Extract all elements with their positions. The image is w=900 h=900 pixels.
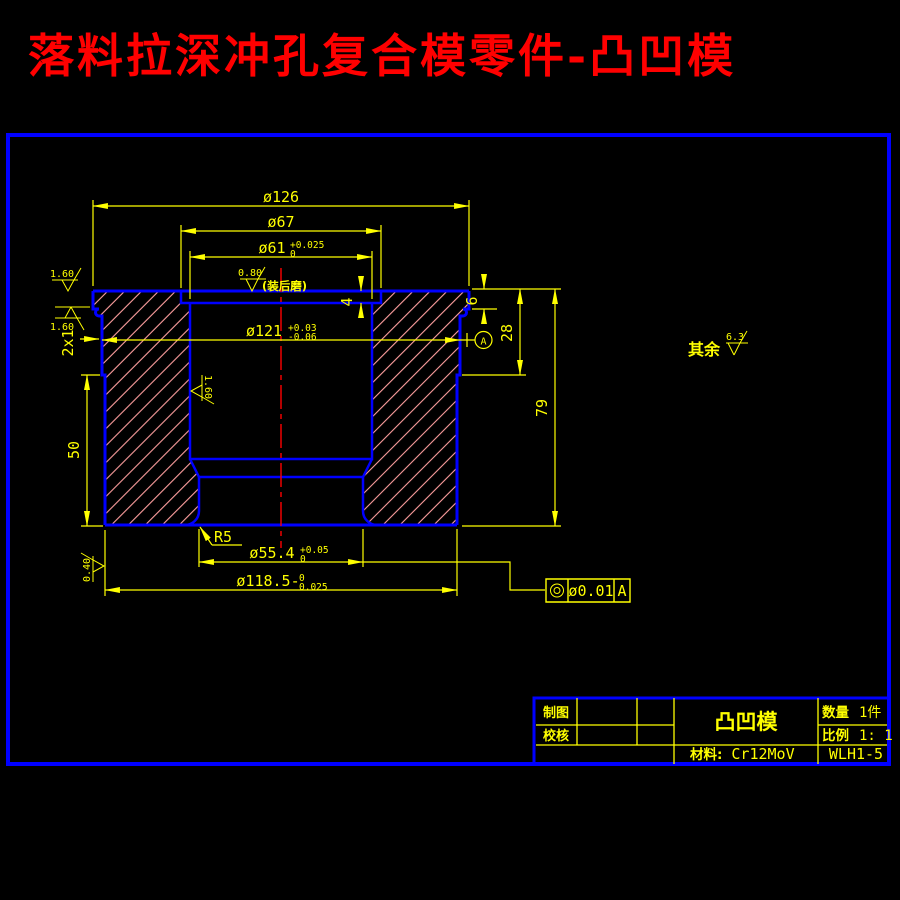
dim-od-121-lower-tol: -0.06 (288, 332, 317, 343)
title-block-border (532, 696, 891, 766)
dim-fillet-r5-label: R5 (214, 528, 232, 546)
dim-bore-554: ø55.4 +0.05 0 (198, 544, 545, 591)
dim-height-28: 28 (498, 288, 523, 376)
quantity-value: 1件 (859, 705, 881, 721)
dim-counterbore-67-label: ø67 (267, 213, 294, 231)
counterbore-67 (179, 291, 383, 305)
title-block: 制图 校核 凸凹模 数量 1件 比例 1: 1 材料: Cr12MoV WLH1… (532, 696, 893, 766)
bore-61 (188, 303, 374, 461)
concentricity-icon (550, 583, 564, 598)
dim-counterbore-67: ø67 (180, 213, 382, 234)
dim-od-126-label: ø126 (263, 188, 299, 206)
scale-cell: 比例 1: 1 (822, 727, 893, 744)
dimensions: ø126 ø67 ø61 +0.025 0 ø121 +0.03 -0.06 ø… (59, 188, 561, 596)
bore-554-with-r5 (184, 477, 378, 527)
gdt-frame: ø0.01 A (545, 578, 631, 603)
dim-od-126: ø126 (92, 188, 470, 209)
dim-od-1185: ø118.5- 0 0.025 (104, 572, 458, 593)
drawing-frame (6, 133, 891, 766)
surface-roughness: 1.60 1.60 1.60 0.80 (装后磨) 0.40 其余 6.3 (50, 266, 748, 582)
dim-od-1185-label: ø118.5- (236, 572, 299, 590)
part-name: 凸凹模 (715, 710, 779, 734)
dim-od-121-upper-tol: +0.03 (288, 323, 317, 334)
roughness-default-value: 6.3 (726, 332, 744, 343)
dim-height-79-label: 79 (533, 399, 551, 417)
roughness-flange-bottom: 1.60 (50, 306, 90, 333)
part-section-view (91, 268, 471, 548)
drawing-number: WLH1-5 (829, 745, 883, 763)
dim-od-1185-upper-tol: 0 (299, 573, 305, 584)
roughness-default-label: 其余 (688, 340, 721, 359)
checked-by-label: 校核 (543, 728, 569, 744)
dim-bore-554-label: ø55.4 (249, 544, 294, 562)
dim-height-79: 79 (533, 288, 558, 527)
quantity-label: 数量 (822, 704, 850, 721)
dim-bore-61-label: ø61 (258, 239, 285, 257)
dim-od-1185-lower-tol: 0.025 (299, 582, 328, 593)
material-label: 材料: (690, 746, 722, 763)
material-cell: 材料: Cr12MoV (690, 745, 795, 763)
title-block-grid (536, 698, 887, 764)
roughness-recess-note: (装后磨) (262, 279, 307, 293)
dim-height-50: 50 (65, 374, 90, 527)
dim-height-28-label: 28 (498, 324, 516, 342)
dim-fillet-r5: R5 (199, 526, 242, 546)
dim-depth-4-label: 4 (338, 297, 356, 306)
dim-depth-4: 4 (338, 276, 364, 318)
roughness-od: 0.40 (80, 552, 106, 582)
hatch-left (93, 291, 199, 525)
drawn-by-label: 制图 (543, 705, 569, 721)
gdt-tolerance-value: ø0.01 (568, 582, 613, 600)
roughness-flange-value: 1.60 (50, 322, 74, 333)
datum-a-label: A (480, 337, 486, 348)
roughness-default: 其余 6.3 (688, 330, 748, 359)
scale-value: 1: 1 (859, 728, 893, 744)
roughness-recess-value: 0.80 (238, 268, 262, 279)
page-title: 落料拉深冲孔复合模零件-凸凹模 (28, 29, 736, 83)
hatch-right (363, 291, 469, 525)
quantity-cell: 数量 1件 (822, 704, 881, 721)
dim-od-121: ø121 +0.03 -0.06 (101, 322, 461, 343)
dim-od-121-label: ø121 (246, 322, 282, 340)
outline-right (455, 291, 471, 525)
gdt-datum-ref: A (617, 582, 626, 600)
roughness-bore-wall: 1.60 (189, 375, 215, 405)
dim-bore-554-lower-tol: 0 (300, 554, 306, 565)
dim-height-6-label: 6 (463, 296, 481, 305)
roughness-top-value: 1.60 (50, 269, 74, 280)
dim-bore-554-upper-tol: +0.05 (300, 545, 329, 556)
dim-chamfer-2x1: 2x1 (59, 329, 100, 357)
dim-height-50-label: 50 (65, 441, 83, 459)
roughness-od-value: 0.40 (82, 558, 93, 582)
material-value: Cr12MoV (731, 745, 794, 763)
dim-chamfer-2x1-label: 2x1 (59, 329, 77, 356)
dim-bore-61-upper-tol: +0.025 (290, 240, 324, 251)
gdt-leader (363, 561, 545, 591)
datum-a: A (460, 330, 493, 350)
roughness-top-face: 1.60 (50, 267, 82, 293)
outline-left (91, 291, 107, 525)
dim-bore-61-lower-tol: 0 (290, 249, 296, 260)
roughness-recess: 0.80 (装后磨) (238, 266, 307, 293)
scale-label: 比例 (822, 727, 849, 744)
dim-height-6: 6 (463, 274, 487, 324)
roughness-bore-value: 1.60 (202, 375, 213, 399)
dim-bore-61: ø61 +0.025 0 (189, 239, 373, 260)
